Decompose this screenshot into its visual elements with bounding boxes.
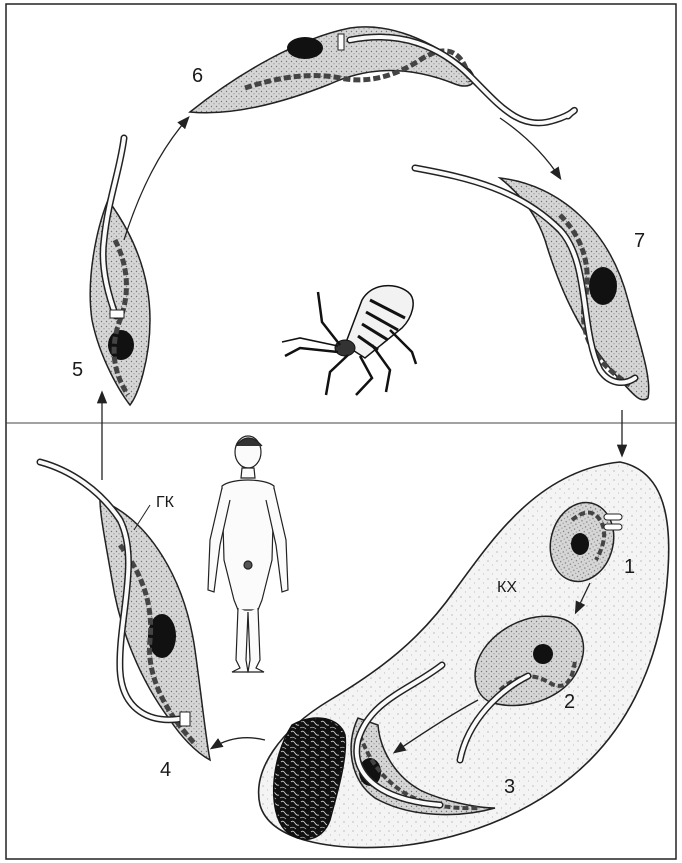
nucleus: [287, 37, 323, 59]
label-stage-1: 1: [624, 556, 635, 578]
label-flagellum-pocket: ГК: [156, 494, 175, 511]
label-stage-5: 5: [72, 359, 83, 381]
label-stage-7: 7: [634, 230, 645, 252]
nucleus: [533, 644, 553, 664]
label-stage-3: 3: [504, 776, 515, 798]
nucleus: [589, 267, 617, 305]
label-stage-6: 6: [192, 65, 203, 87]
nucleus: [108, 330, 134, 360]
label-stage-4: 4: [160, 759, 171, 781]
label-host-cell: КХ: [497, 579, 517, 596]
nucleus: [571, 533, 589, 555]
label-stage-2: 2: [564, 691, 575, 713]
